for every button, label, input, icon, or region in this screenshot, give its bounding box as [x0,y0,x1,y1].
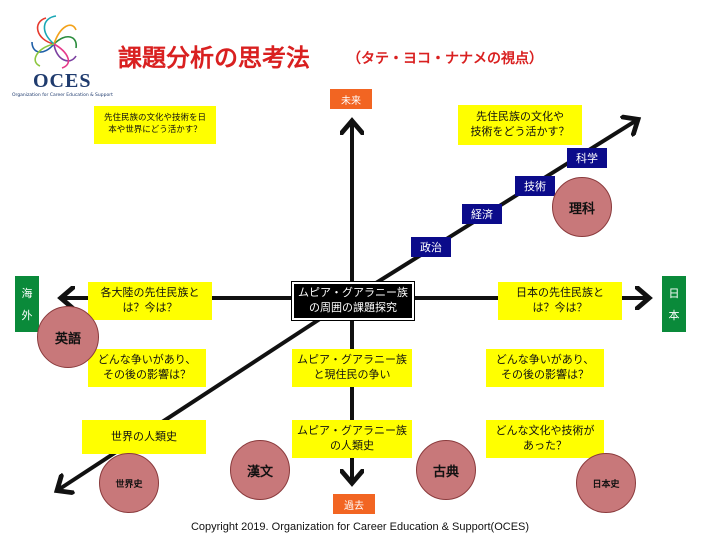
copyright-footer: Copyright 2019. Organization for Career … [190,521,530,533]
box-bottom-center: ムピア・グアラニー族 の人類史 [292,420,412,458]
page-subtitle: （タテ・ヨコ・ナナメの視点） [347,51,543,67]
subject-kanbun: 漢文 [230,440,290,500]
axis-label-overseas-2: 外 [21,309,33,322]
axis-label-future: 未来 [330,89,372,109]
subject-science: 理科 [552,177,612,237]
box-bottom-left: 世界の人類史 [82,420,206,454]
diagonal-label-economy: 経済 [462,204,502,224]
box-mid-right: 日本の先住民族と は？今は？ [498,282,622,320]
axis-label-past: 過去 [333,494,375,514]
diagonal-label-politics: 政治 [411,237,451,257]
axis-label-overseas-1: 海 [21,287,33,300]
diagonal-label-science: 科学 [567,148,607,168]
subject-classics: 古典 [416,440,476,500]
diagonal-axis-down [58,296,354,490]
box-low-left: どんな争いがあり、 その後の影響は？ [88,349,206,387]
axis-label-japan: 日 本 [662,276,686,332]
logo-tagline: Organization for Career Education & Supp… [12,93,113,98]
box-top-right: 先住民族の文化や 技術をどう活かす？ [458,105,582,145]
axis-label-japan-1: 日 [668,287,680,300]
center-topic: ムピア・グアラニー族 の周囲の課題探究 [291,281,415,321]
diagonal-label-technology: 技術 [515,176,555,196]
subject-english: 英語 [37,306,99,368]
box-top-left: 先住民族の文化や技術を日 本や世界にどう活かす？ [94,106,216,144]
box-low-center: ムピア・グアラニー族 と現住民の争い [292,349,412,387]
axis-label-overseas: 海 外 [15,276,39,332]
box-bottom-right: どんな文化や技術が あった？ [486,420,604,458]
box-mid-left: 各大陸の先住民族と は？今は？ [88,282,212,320]
box-low-right: どんな争いがあり、 その後の影響は？ [486,349,604,387]
logo-mark-icon [31,15,77,69]
axis-label-japan-2: 本 [668,309,680,322]
subject-japanese-history: 日本史 [576,453,636,513]
page-title: 課題分析の思考法 [118,44,310,72]
subject-world-history: 世界史 [99,453,159,513]
logo-text: OCES [33,70,92,92]
